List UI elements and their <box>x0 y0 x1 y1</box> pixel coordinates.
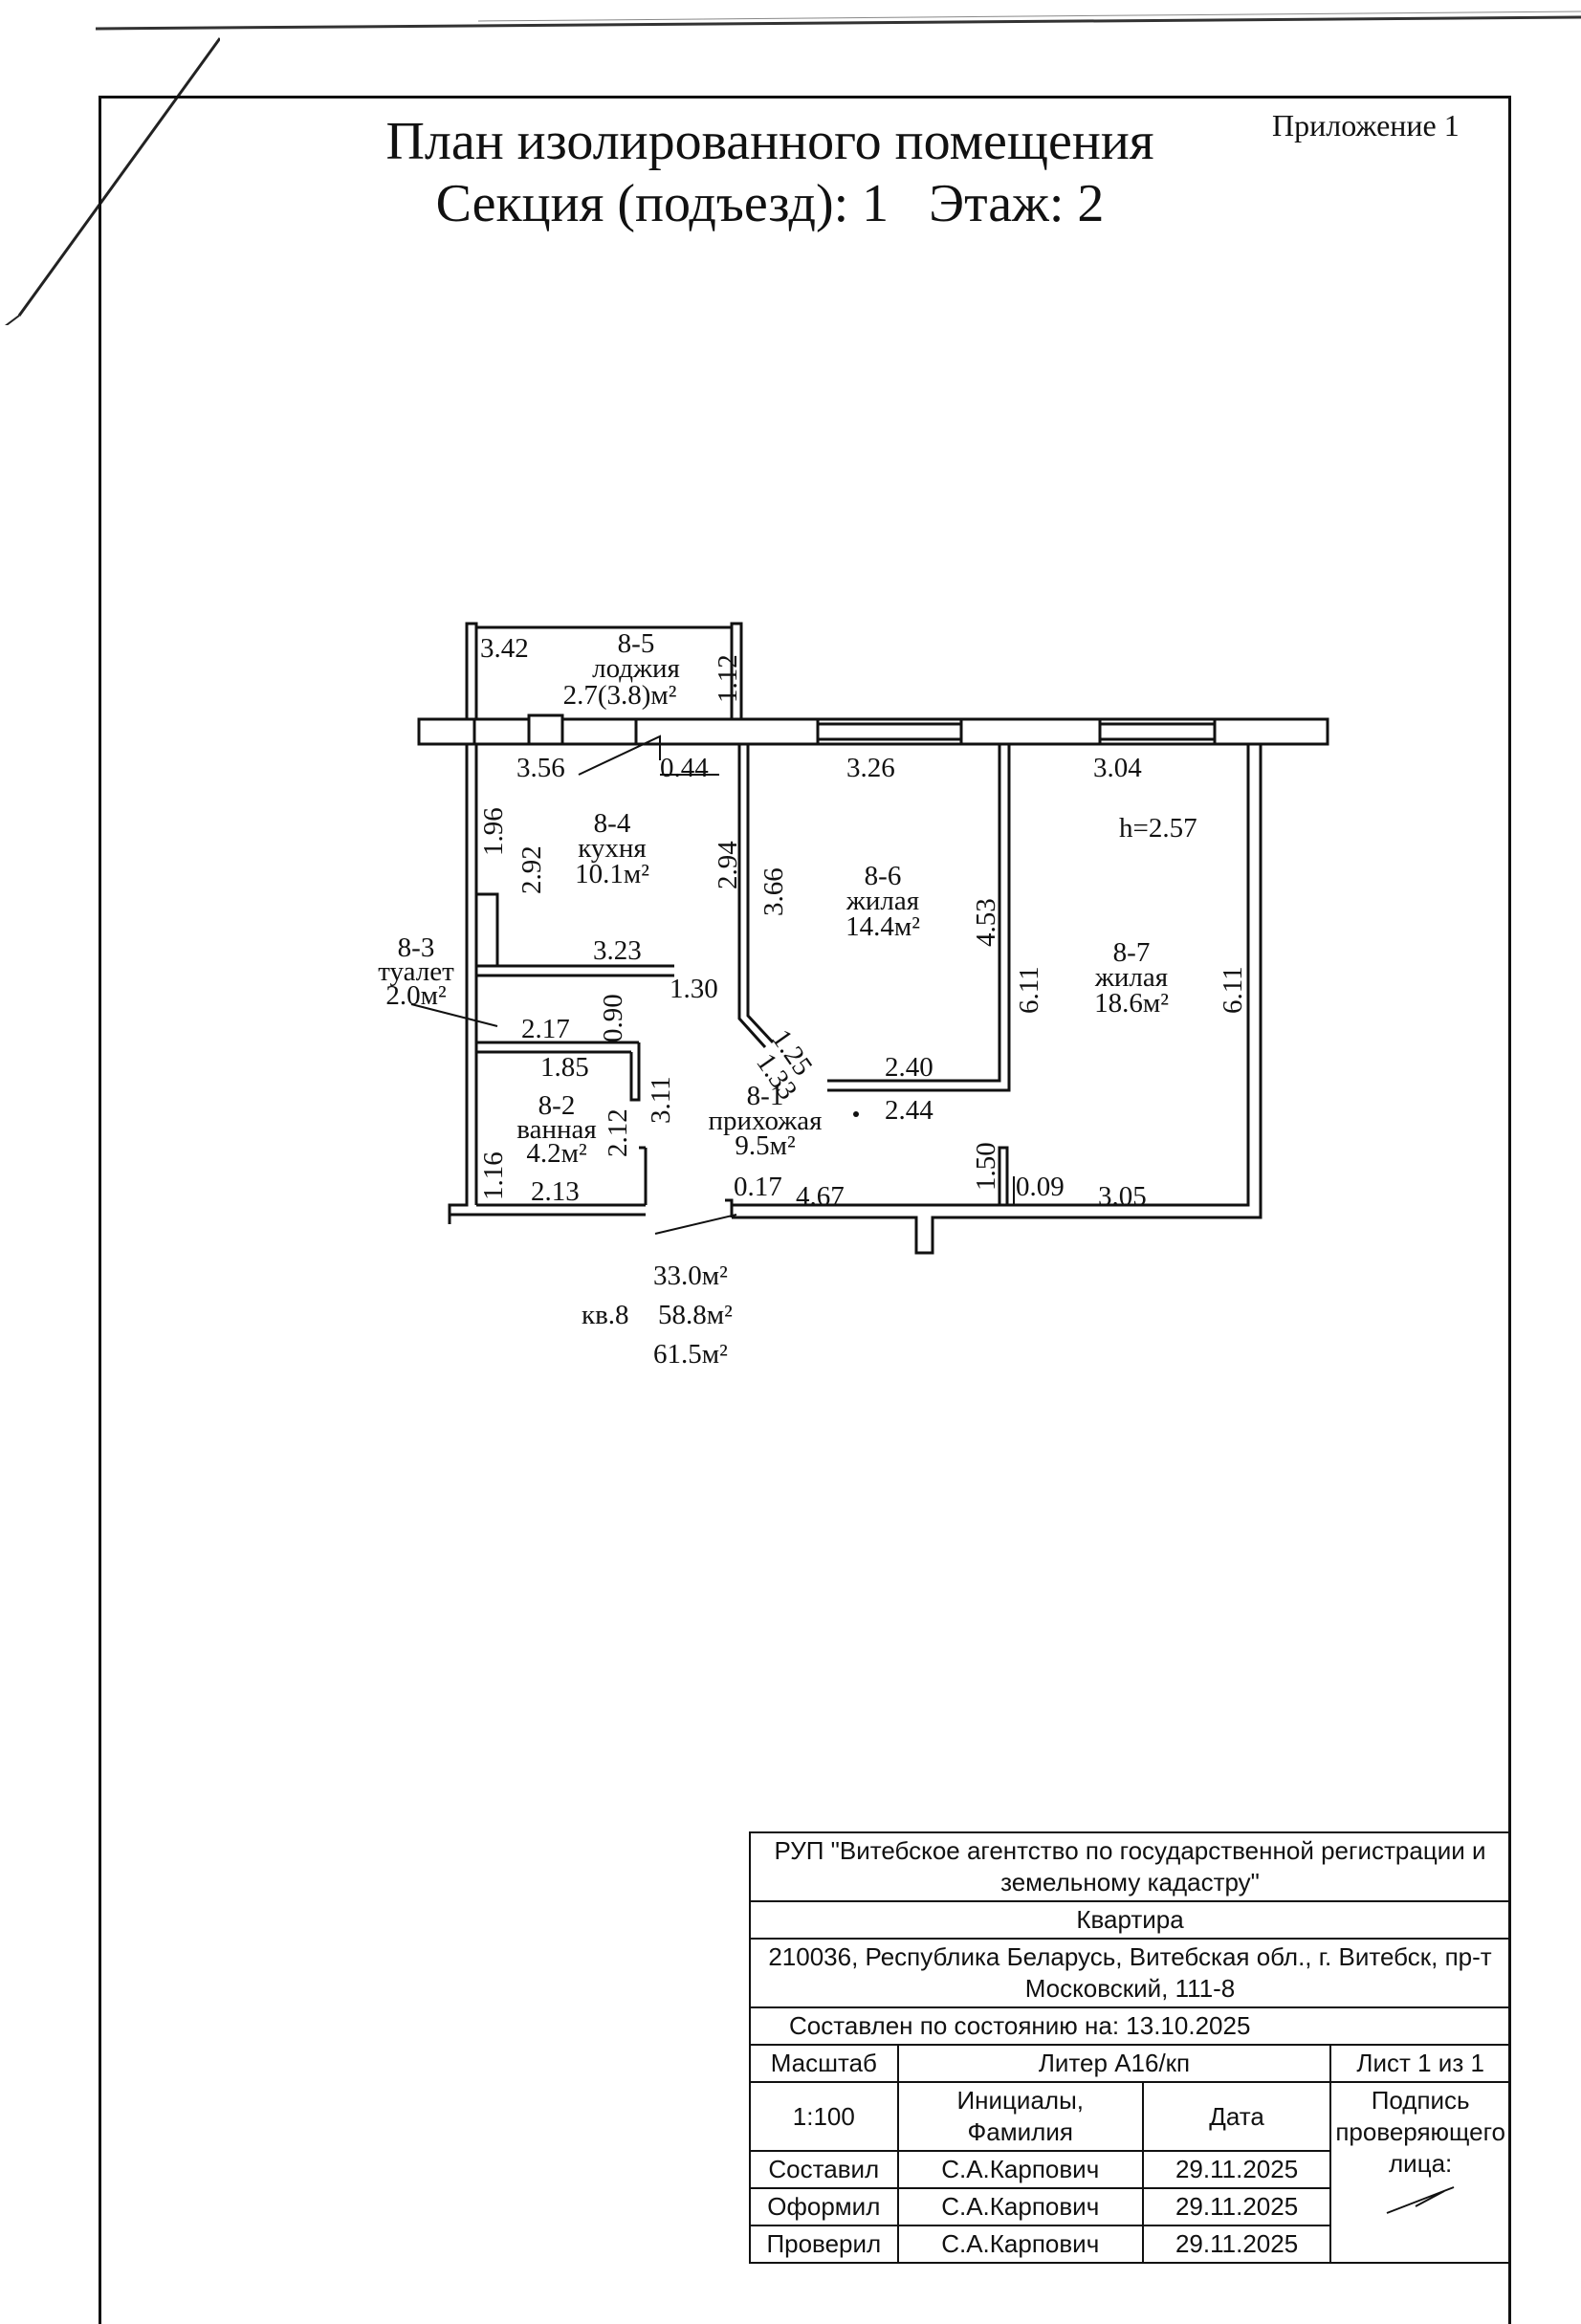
room-8-3-id: 8-3 <box>398 932 435 963</box>
dim-kitchen-side: 1.96 <box>478 807 509 856</box>
total-area: 58.8м² <box>658 1300 733 1330</box>
room-8-1-id: 8-1 <box>747 1081 784 1111</box>
dim-toilet-depth: 0.90 <box>598 994 628 1042</box>
total-with-loggia: 61.5м² <box>653 1339 728 1370</box>
room-8-5-id: 8-5 <box>618 628 655 659</box>
dim-kitchen-right: 2.94 <box>713 841 743 889</box>
room-8-1-name: прихожая <box>709 1106 823 1136</box>
dim-hall-left: 3.11 <box>646 1076 676 1124</box>
liter: Литер А16/кп <box>896 2044 1332 2083</box>
leader-lines <box>410 734 1015 1235</box>
org-name: РУП "Витебское агентство по государствен… <box>749 1831 1511 1902</box>
date-compiled: 29.11.2025 <box>1141 2150 1332 2189</box>
flat-number: кв.8 <box>582 1300 629 1330</box>
dim-kitchen-wall: 0.44 <box>660 753 709 783</box>
dim-loggia-depth: 1.12 <box>713 654 743 703</box>
name-checked: С.А.Карпович <box>896 2225 1144 2264</box>
dim-bath-bottom: 2.13 <box>531 1176 580 1207</box>
room-8-2-id: 8-2 <box>538 1090 576 1121</box>
title-block: РУП "Витебское агентство по государствен… <box>749 1831 1511 2264</box>
drawing-frame <box>99 96 1511 2324</box>
dim-toilet-bottom: 2.17 <box>521 1014 570 1044</box>
walls <box>417 622 1329 1255</box>
dim-room6-width: 3.26 <box>846 753 895 783</box>
room-8-3-area: 2.0м² <box>385 980 447 1011</box>
room-8-4-id: 8-4 <box>594 808 631 839</box>
dim-door-jamb: 0.09 <box>1016 1172 1065 1202</box>
scale-value: 1:100 <box>749 2081 899 2152</box>
dim-bath-top: 1.85 <box>540 1052 589 1083</box>
dim-hall-jamb: 0.17 <box>734 1172 782 1202</box>
scale-label: Масштаб <box>749 2044 899 2083</box>
room-8-4-name: кухня <box>578 833 647 864</box>
initials-header: Инициалы, Фамилия <box>896 2081 1144 2152</box>
room-8-4-area: 10.1м² <box>575 859 649 889</box>
dim-kitchen-depth: 2.92 <box>516 845 547 894</box>
as-of-date: Составлен по состоянию на: 13.10.2025 <box>749 2006 1511 2046</box>
scan-edge <box>96 11 1581 31</box>
total-living: 33.0м² <box>653 1261 728 1291</box>
dim-room7-bottom: 3.05 <box>1098 1181 1147 1212</box>
room-8-7-name: жилая <box>1094 962 1168 993</box>
name-compiled: С.А.Карпович <box>896 2150 1144 2189</box>
dim-kitchen-top: 3.56 <box>516 753 565 783</box>
room-8-6-id: 8-6 <box>865 861 902 891</box>
role-compiled: Составил <box>749 2150 899 2189</box>
role-checked: Проверил <box>749 2225 899 2264</box>
dim-room6-left: 3.66 <box>758 867 789 916</box>
dim-bath-side: 1.16 <box>478 1151 509 1200</box>
name-formatted: С.А.Карпович <box>896 2187 1144 2226</box>
address: 210036, Республика Беларусь, Витебская о… <box>749 1938 1511 2008</box>
room-8-2-area: 4.2м² <box>526 1138 587 1169</box>
floor-plan: 8-5 лоджия 2.7(3.8)м² 8-4 кухня 10.1м² 8… <box>378 622 1329 1370</box>
date-checked: 29.11.2025 <box>1141 2225 1332 2264</box>
dim-hall-bottom: 4.67 <box>796 1181 845 1212</box>
section-floor: Секция (подъезд): 1 Этаж: 2 <box>435 174 1105 233</box>
dim-door-height: 1.50 <box>971 1142 1001 1191</box>
date-header: Дата <box>1141 2081 1332 2152</box>
page-title: План изолированного помещения <box>385 112 1154 171</box>
room-8-7-area: 18.6м² <box>1094 988 1169 1019</box>
dim-loggia-width: 3.42 <box>480 633 529 664</box>
room-8-1-area: 9.5м² <box>735 1130 796 1161</box>
dim-toilet-width: 3.23 <box>593 935 642 966</box>
dim-room7-left: 6.11 <box>1014 966 1044 1014</box>
room-8-5-area: 2.7(3.8)м² <box>563 680 677 711</box>
room-8-5-name: лоджия <box>592 653 680 684</box>
dim-room6-right: 4.53 <box>971 898 1001 947</box>
folded-corner <box>0 0 220 325</box>
dim-hall-upper: 1.30 <box>670 974 718 1004</box>
room-8-3-name: туалет <box>378 956 454 987</box>
dim-room6-bottom: 2.40 <box>885 1052 933 1083</box>
room-8-6-area: 14.4м² <box>845 911 920 942</box>
room-8-7-id: 8-7 <box>1113 937 1151 968</box>
dim-room7-width: 3.04 <box>1093 753 1142 783</box>
dim-hall-right: 2.44 <box>885 1095 933 1126</box>
date-formatted: 29.11.2025 <box>1141 2187 1332 2226</box>
object-type: Квартира <box>749 1900 1511 1940</box>
sheet-number: Лист 1 из 1 <box>1329 2044 1511 2083</box>
signature-label: Подпись проверяющего лица: <box>1335 2086 1505 2178</box>
signature-cell: Подпись проверяющего лица: <box>1329 2081 1511 2264</box>
signature-mark <box>1386 2186 1455 2214</box>
dim-bath-depth: 2.12 <box>603 1108 633 1157</box>
room-8-2-name: ванная <box>516 1114 596 1145</box>
dim-room7-right: 6.11 <box>1218 966 1248 1014</box>
appendix-label: Приложение 1 <box>1272 108 1460 143</box>
role-formatted: Оформил <box>749 2187 899 2226</box>
hall-marker <box>853 1111 859 1117</box>
ceiling-height: h=2.57 <box>1119 813 1197 844</box>
room-8-6-name: жилая <box>845 886 919 916</box>
